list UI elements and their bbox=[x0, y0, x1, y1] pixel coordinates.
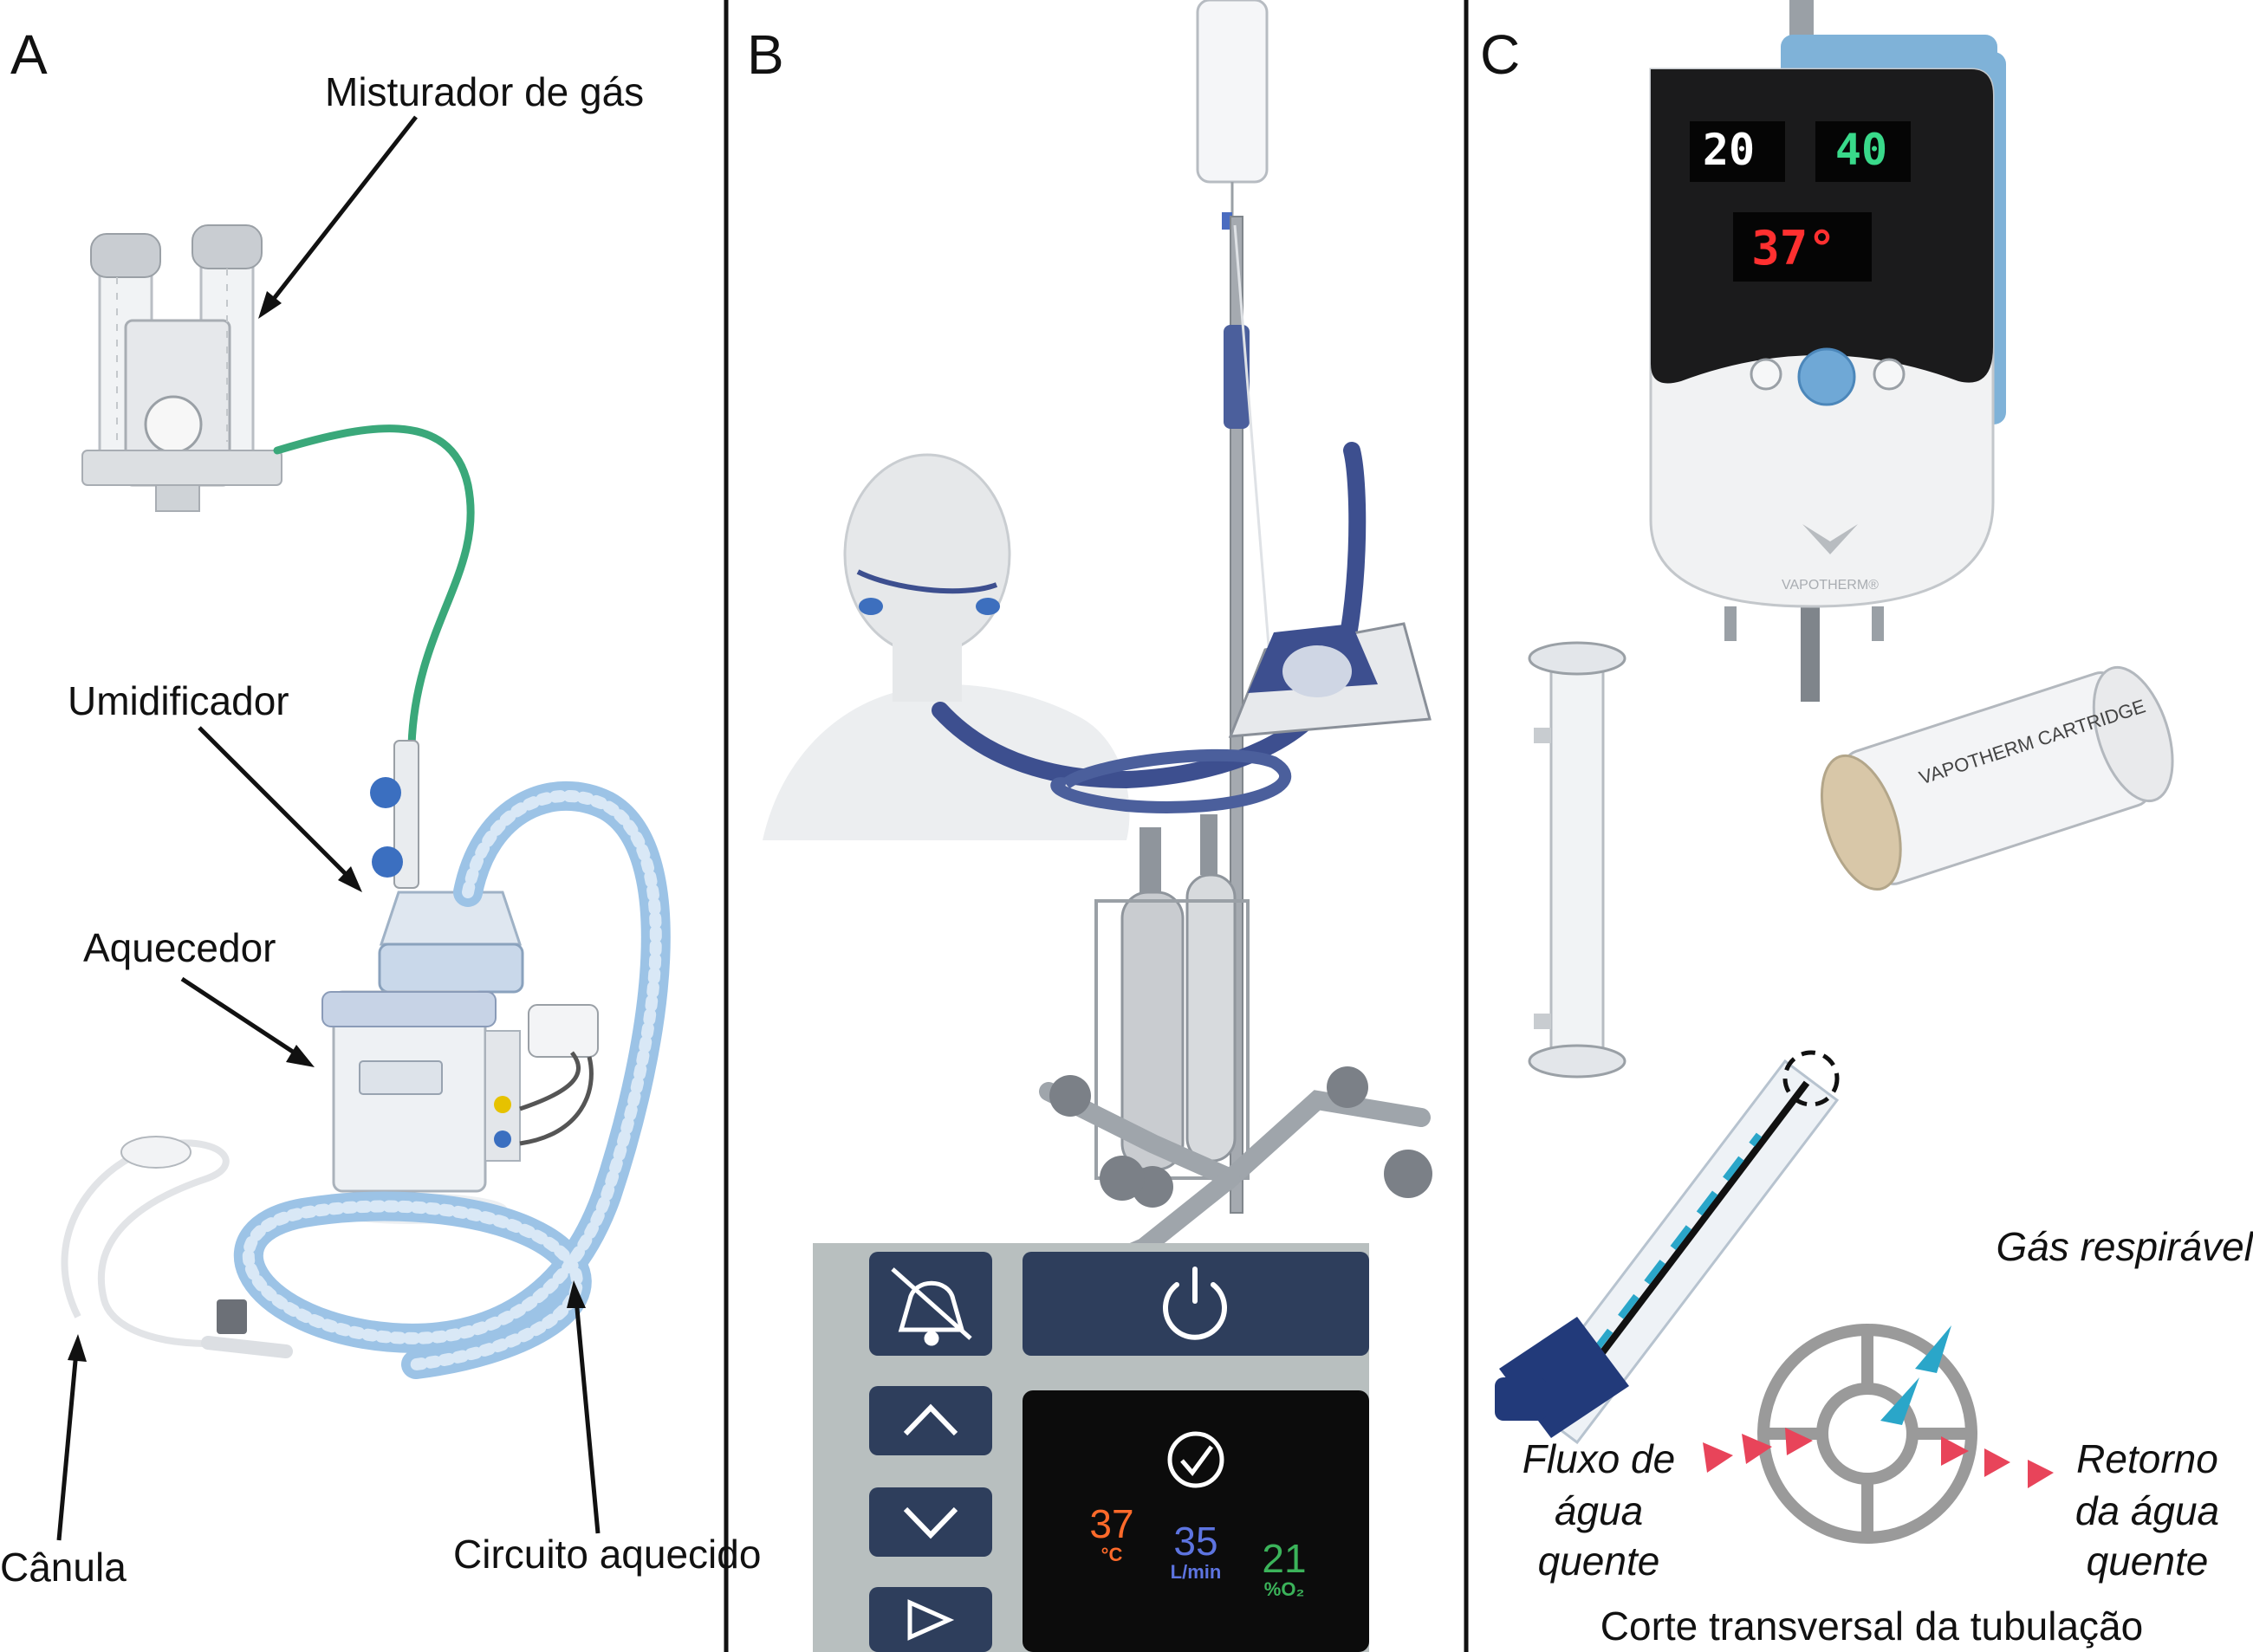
power-icon bbox=[1163, 1267, 1227, 1340]
cross-section-caption: Corte transversal da tubulação bbox=[1600, 1603, 2143, 1649]
cannula-illustration bbox=[61, 1136, 293, 1358]
oxygen-tube bbox=[273, 424, 475, 749]
heated-circuit-illustration bbox=[234, 781, 671, 1379]
breathable-gas-label: Gás respirável bbox=[1996, 1224, 2253, 1269]
right-button[interactable] bbox=[1873, 358, 1906, 391]
tube-cross-section bbox=[1703, 1324, 2054, 1544]
humidifier-label: Umidificador bbox=[68, 678, 289, 723]
hot-water-flow-label-2: água bbox=[1555, 1488, 1643, 1533]
panel-b: 37 °C 35 L/min 21 %O₂ bbox=[763, 0, 1432, 1652]
temperature-unit: °C bbox=[1101, 1544, 1123, 1565]
hfnc-device-illustration bbox=[1228, 622, 1432, 738]
alarm-silence-icon bbox=[891, 1267, 972, 1346]
vapotherm-logo-icon bbox=[1802, 524, 1858, 554]
flow-unit: L/min bbox=[1171, 1561, 1222, 1583]
oxygen-value: 21 bbox=[1262, 1536, 1306, 1581]
flow-value: 35 bbox=[1173, 1519, 1217, 1564]
check-icon bbox=[1167, 1431, 1224, 1488]
temperature-value: 37 bbox=[1089, 1501, 1133, 1546]
membrane-cartridge bbox=[1528, 641, 1626, 1079]
gas-mixer-label: Misturador de gás bbox=[325, 69, 644, 114]
panel-c: 20 40 37° VAPOTHERM® VAPOTHERM CARTRIDGE bbox=[1495, 0, 2253, 1649]
chevron-up-icon bbox=[903, 1403, 958, 1436]
power-button[interactable] bbox=[1023, 1252, 1369, 1356]
heated-circuit-label: Circuito aquecido bbox=[453, 1532, 761, 1577]
brand-label: VAPOTHERM® bbox=[1782, 578, 1879, 593]
patient-illustration bbox=[763, 453, 1130, 840]
oxygen-readout: 40 bbox=[1835, 125, 1887, 175]
oxygen-unit: %O₂ bbox=[1264, 1578, 1304, 1600]
tube-cutaway bbox=[1495, 1050, 1840, 1445]
hot-water-return-label-3: quente bbox=[2087, 1539, 2209, 1584]
patient-circuit bbox=[932, 442, 1367, 789]
disperser-cartridge: VAPOTHERM CARTRIDGE bbox=[1820, 665, 2174, 891]
hot-water-return-label-1: Retorno bbox=[2076, 1436, 2218, 1481]
gas-mixer-illustration bbox=[81, 224, 282, 512]
control-panel: 37 °C 35 L/min 21 %O₂ bbox=[813, 1243, 1369, 1652]
play-icon bbox=[907, 1599, 955, 1641]
panel-letter-b: B bbox=[747, 23, 784, 86]
humidifier-heater-illustration bbox=[316, 740, 599, 1224]
hot-water-return-label-2: da água bbox=[2075, 1488, 2219, 1533]
status-screen bbox=[1023, 1390, 1369, 1652]
hot-water-flow-label-1: Fluxo de bbox=[1523, 1436, 1675, 1481]
panel-letter-a: A bbox=[10, 23, 48, 86]
cylinder-trolley-illustration bbox=[1039, 814, 1432, 1283]
down-button[interactable] bbox=[869, 1487, 992, 1557]
up-button[interactable] bbox=[869, 1386, 992, 1455]
main-button[interactable] bbox=[1797, 347, 1856, 406]
heater-label: Aquecedor bbox=[83, 925, 276, 970]
flow-readout: 20 bbox=[1703, 125, 1755, 175]
panel-letter-c: C bbox=[1480, 23, 1520, 86]
vapotherm-device: 20 40 37° VAPOTHERM® bbox=[1649, 0, 2006, 702]
chevron-down-icon bbox=[903, 1506, 958, 1539]
panel-a: Misturador de gás Umidificador Aquecedor… bbox=[0, 69, 761, 1590]
cannula-label: Cânula bbox=[0, 1545, 127, 1590]
hot-water-flow-label-3: quente bbox=[1538, 1539, 1660, 1584]
temperature-readout: 37° bbox=[1751, 221, 1836, 275]
left-button[interactable] bbox=[1750, 358, 1782, 391]
next-button[interactable] bbox=[869, 1587, 992, 1652]
